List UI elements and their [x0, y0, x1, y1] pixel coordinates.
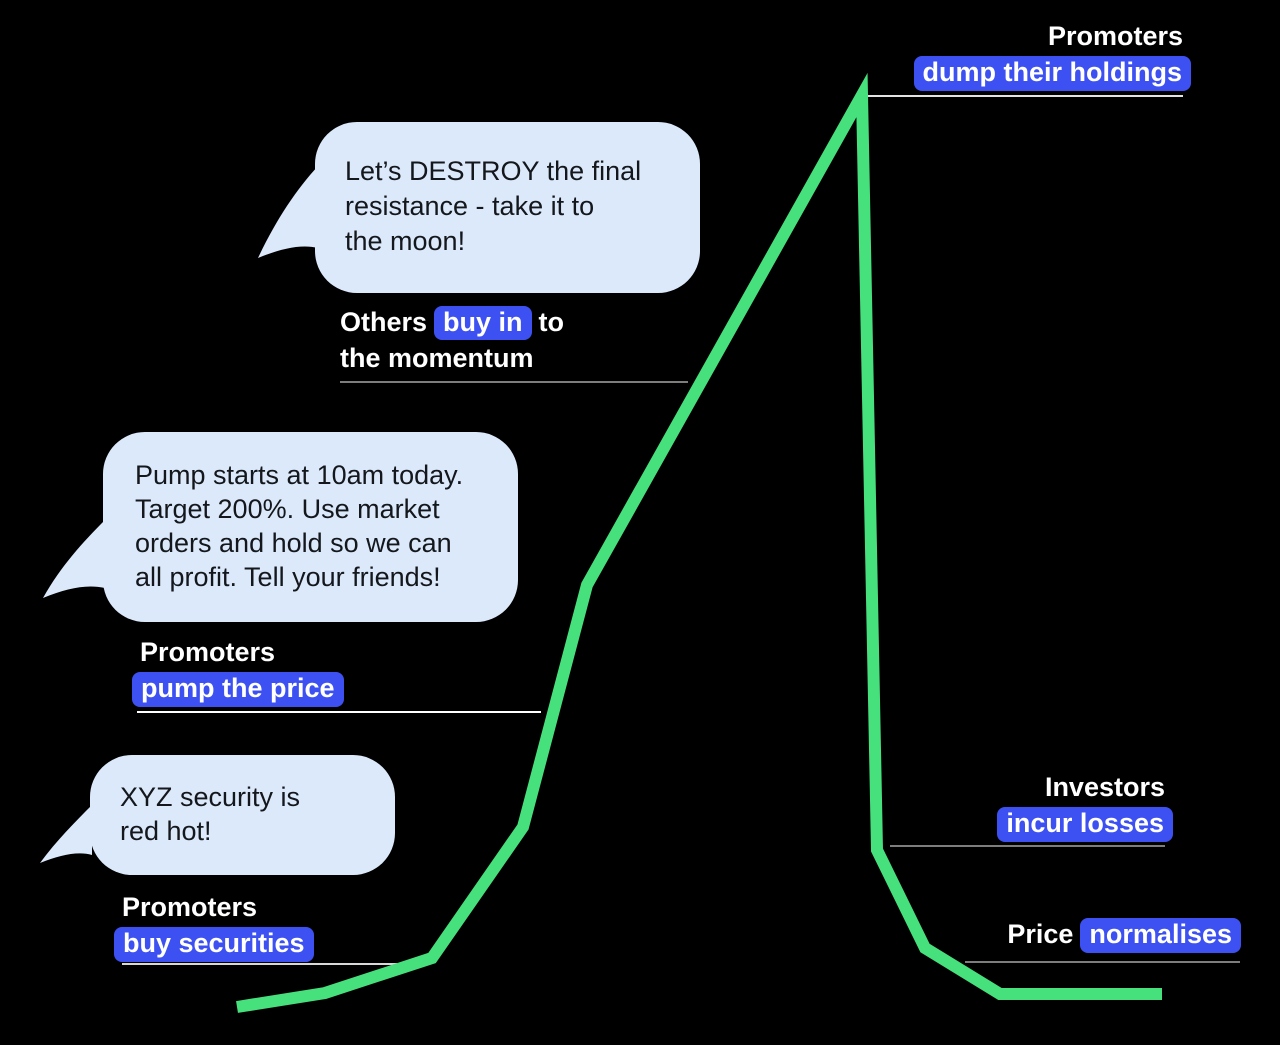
label-line: pump the price [132, 670, 344, 707]
label-line: Promoters [140, 637, 276, 667]
bubble-text-line: Target 200%. Use market [135, 494, 440, 524]
highlight-incur-losses: incur losses [997, 807, 1173, 842]
label-line: Investors [1044, 772, 1165, 802]
bubble-text-line: red hot! [120, 816, 212, 846]
label-line: Promoters [122, 892, 258, 922]
label-promoters-buy: Promoters buy securities [114, 889, 314, 962]
chat-bubble-pump-starts: Pump starts at 10am today. Target 200%. … [43, 432, 518, 622]
label-line: incur losses [997, 805, 1173, 842]
bubble-text-line: all profit. Tell your friends! [135, 562, 441, 592]
bubble-text-line: the moon! [345, 226, 466, 256]
bubble-text-line: XYZ security is [120, 782, 301, 812]
label-line: dump their holdings [913, 54, 1191, 91]
label-investors-incur-losses: Investors incur losses [997, 769, 1173, 842]
bubble-text-line: orders and hold so we can [135, 528, 452, 558]
bubble-tail-icon [43, 520, 105, 598]
chat-bubble-xyz-security: XYZ security is red hot! [40, 755, 395, 875]
label-promoters-pump: Promoters pump the price [132, 634, 344, 707]
chat-bubble-destroy-resistance: Let’s DESTROY the final resistance - tak… [258, 122, 700, 293]
highlight-dump-their-holdings: dump their holdings [913, 56, 1191, 91]
label-line: the momentum [340, 343, 534, 373]
bubble-text-line: resistance - take it to [345, 191, 595, 221]
bubble-text-line: Pump starts at 10am today. [135, 460, 464, 490]
highlight-normalises: normalises [1080, 918, 1241, 953]
highlight-buy-in: buy in [434, 306, 532, 340]
bubble-tail-icon [40, 805, 92, 863]
label-text: Others [340, 307, 428, 337]
label-line: Promoters [1047, 21, 1183, 51]
highlight-pump-the-price: pump the price [132, 672, 344, 707]
label-text: Price [1007, 919, 1074, 949]
bubble-text-line: Let’s DESTROY the final [345, 156, 642, 186]
label-text: to [538, 307, 565, 337]
price-line [236, 72, 1162, 1013]
label-promoters-dump: Promoters dump their holdings [913, 18, 1191, 91]
label-line: buy securities [114, 925, 314, 962]
highlight-buy-securities: buy securities [114, 927, 314, 962]
bubble-tail-icon [258, 166, 318, 258]
